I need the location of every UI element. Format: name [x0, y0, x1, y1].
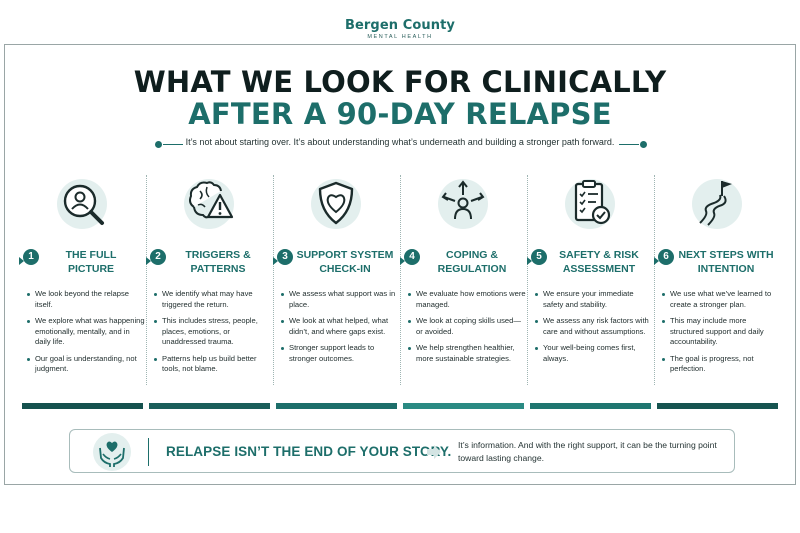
section-support-system: 3 SUPPORT SYSTEM CHECK-IN We assess what…: [273, 167, 400, 417]
section-number: 4: [404, 249, 420, 265]
section-bar: [276, 403, 397, 409]
bullet-item: We ensure your immediate safety and stab…: [535, 289, 653, 310]
brand-name: Bergen County: [344, 18, 455, 33]
section-safety-risk: 5 SAFETY & RISK ASSESSMENT We ensure you…: [527, 167, 654, 417]
section-heading: TRIGGERS & PATTERNS: [185, 249, 251, 275]
arrow-right-icon: [425, 443, 443, 461]
section-coping-regulation: 4 COPING & REGULATION We evaluate how em…: [400, 167, 527, 417]
section-bar: [657, 403, 778, 409]
section-full-picture: 1 THE FULL PICTURE We look beyond the re…: [19, 167, 146, 417]
subtitle-rule: [155, 137, 647, 153]
bullet-item: We assess any risk factors with care and…: [535, 316, 653, 337]
hands-heart-icon: [92, 432, 132, 472]
bullet-item: We look beyond the relapse itself.: [27, 289, 145, 310]
section-bar: [403, 403, 524, 409]
subtitle: It’s not about starting over. It’s about…: [185, 137, 615, 147]
bullet-item: We identify what may have triggered the …: [154, 289, 272, 310]
section-next-steps: 6 NEXT STEPS WITH INTENTION We use what …: [654, 167, 781, 417]
bullet-item: We use what we’ve learned to create a st…: [662, 289, 780, 310]
section-heading: COPING & REGULATION: [437, 249, 507, 275]
bullet-item: Our goal is understanding, not judgment.: [27, 354, 145, 375]
section-heading: THE FULL PICTURE: [65, 249, 117, 275]
closing-banner: RELAPSE ISN’T THE END OF YOUR STORY. It’…: [69, 429, 735, 473]
bullet-item: This includes stress, people, places, em…: [154, 316, 272, 348]
shield-heart-icon: [301, 169, 371, 239]
section-heading: SUPPORT SYSTEM CHECK-IN: [296, 249, 394, 275]
section-bullets: We evaluate how emotions were managed. W…: [408, 289, 526, 370]
section-number: 5: [531, 249, 547, 265]
banner-heading: RELAPSE ISN’T THE END OF YOUR STORY.: [166, 444, 452, 459]
bullet-item: This may include more structured support…: [662, 316, 780, 348]
bullet-item: We help strengthen healthier, more susta…: [408, 343, 526, 364]
bullet-item: The goal is progress, not perfection.: [662, 354, 780, 375]
rule-dot-right: [640, 141, 647, 148]
bullet-item: We assess what support was in place.: [281, 289, 399, 310]
section-bullets: We ensure your immediate safety and stab…: [535, 289, 653, 370]
section-bar: [149, 403, 270, 409]
bullet-item: Your well-being comes first, always.: [535, 343, 653, 364]
brain-warning-icon: [174, 169, 244, 239]
bullet-item: Patterns help us build better tools, not…: [154, 354, 272, 375]
section-bullets: We use what we’ve learned to create a st…: [662, 289, 780, 381]
section-number: 2: [150, 249, 166, 265]
section-bullets: We identify what may have triggered the …: [154, 289, 272, 381]
bullet-item: We look at coping skills used—or avoided…: [408, 316, 526, 337]
brand-subtitle: MENTAL HEALTH: [367, 34, 433, 40]
section-number: 6: [658, 249, 674, 265]
section-bar: [530, 403, 651, 409]
bullet-item: We look at what helped, what didn’t, and…: [281, 316, 399, 337]
clipboard-check-icon: [555, 169, 625, 239]
bullet-item: We evaluate how emotions were managed.: [408, 289, 526, 310]
section-number: 1: [23, 249, 39, 265]
bullet-item: We explore what was happening emotionall…: [27, 316, 145, 348]
rule-line-left: [163, 144, 183, 145]
title-line-1: WHAT WE LOOK FOR CLINICALLY: [133, 65, 667, 99]
section-heading: SAFETY & RISK ASSESSMENT: [559, 249, 639, 275]
section-bullets: We assess what support was in place. We …: [281, 289, 399, 370]
section-triggers-patterns: 2 TRIGGERS & PATTERNS We identify what m…: [146, 167, 273, 417]
path-flag-icon: [682, 169, 752, 239]
brand-logo: Bergen County MENTAL HEALTH: [0, 18, 800, 40]
banner-text: It’s information. And with the right sup…: [458, 440, 717, 463]
rule-line-right: [619, 144, 639, 145]
banner-divider: [148, 438, 149, 466]
title-line-2: AFTER A 90-DAY RELAPSE: [188, 97, 612, 131]
section-bullets: We look beyond the relapse itself. We ex…: [27, 289, 145, 381]
section-heading: NEXT STEPS WITH INTENTION: [678, 249, 774, 275]
rule-dot-left: [155, 141, 162, 148]
magnifier-person-icon: [47, 169, 117, 239]
section-bar: [22, 403, 143, 409]
bullet-item: Stronger support leads to stronger outco…: [281, 343, 399, 364]
section-number: 3: [277, 249, 293, 265]
infographic-frame: WHAT WE LOOK FOR CLINICALLY AFTER A 90-D…: [4, 44, 796, 485]
section-columns: 1 THE FULL PICTURE We look beyond the re…: [19, 167, 783, 417]
person-arrows-icon: [428, 169, 498, 239]
